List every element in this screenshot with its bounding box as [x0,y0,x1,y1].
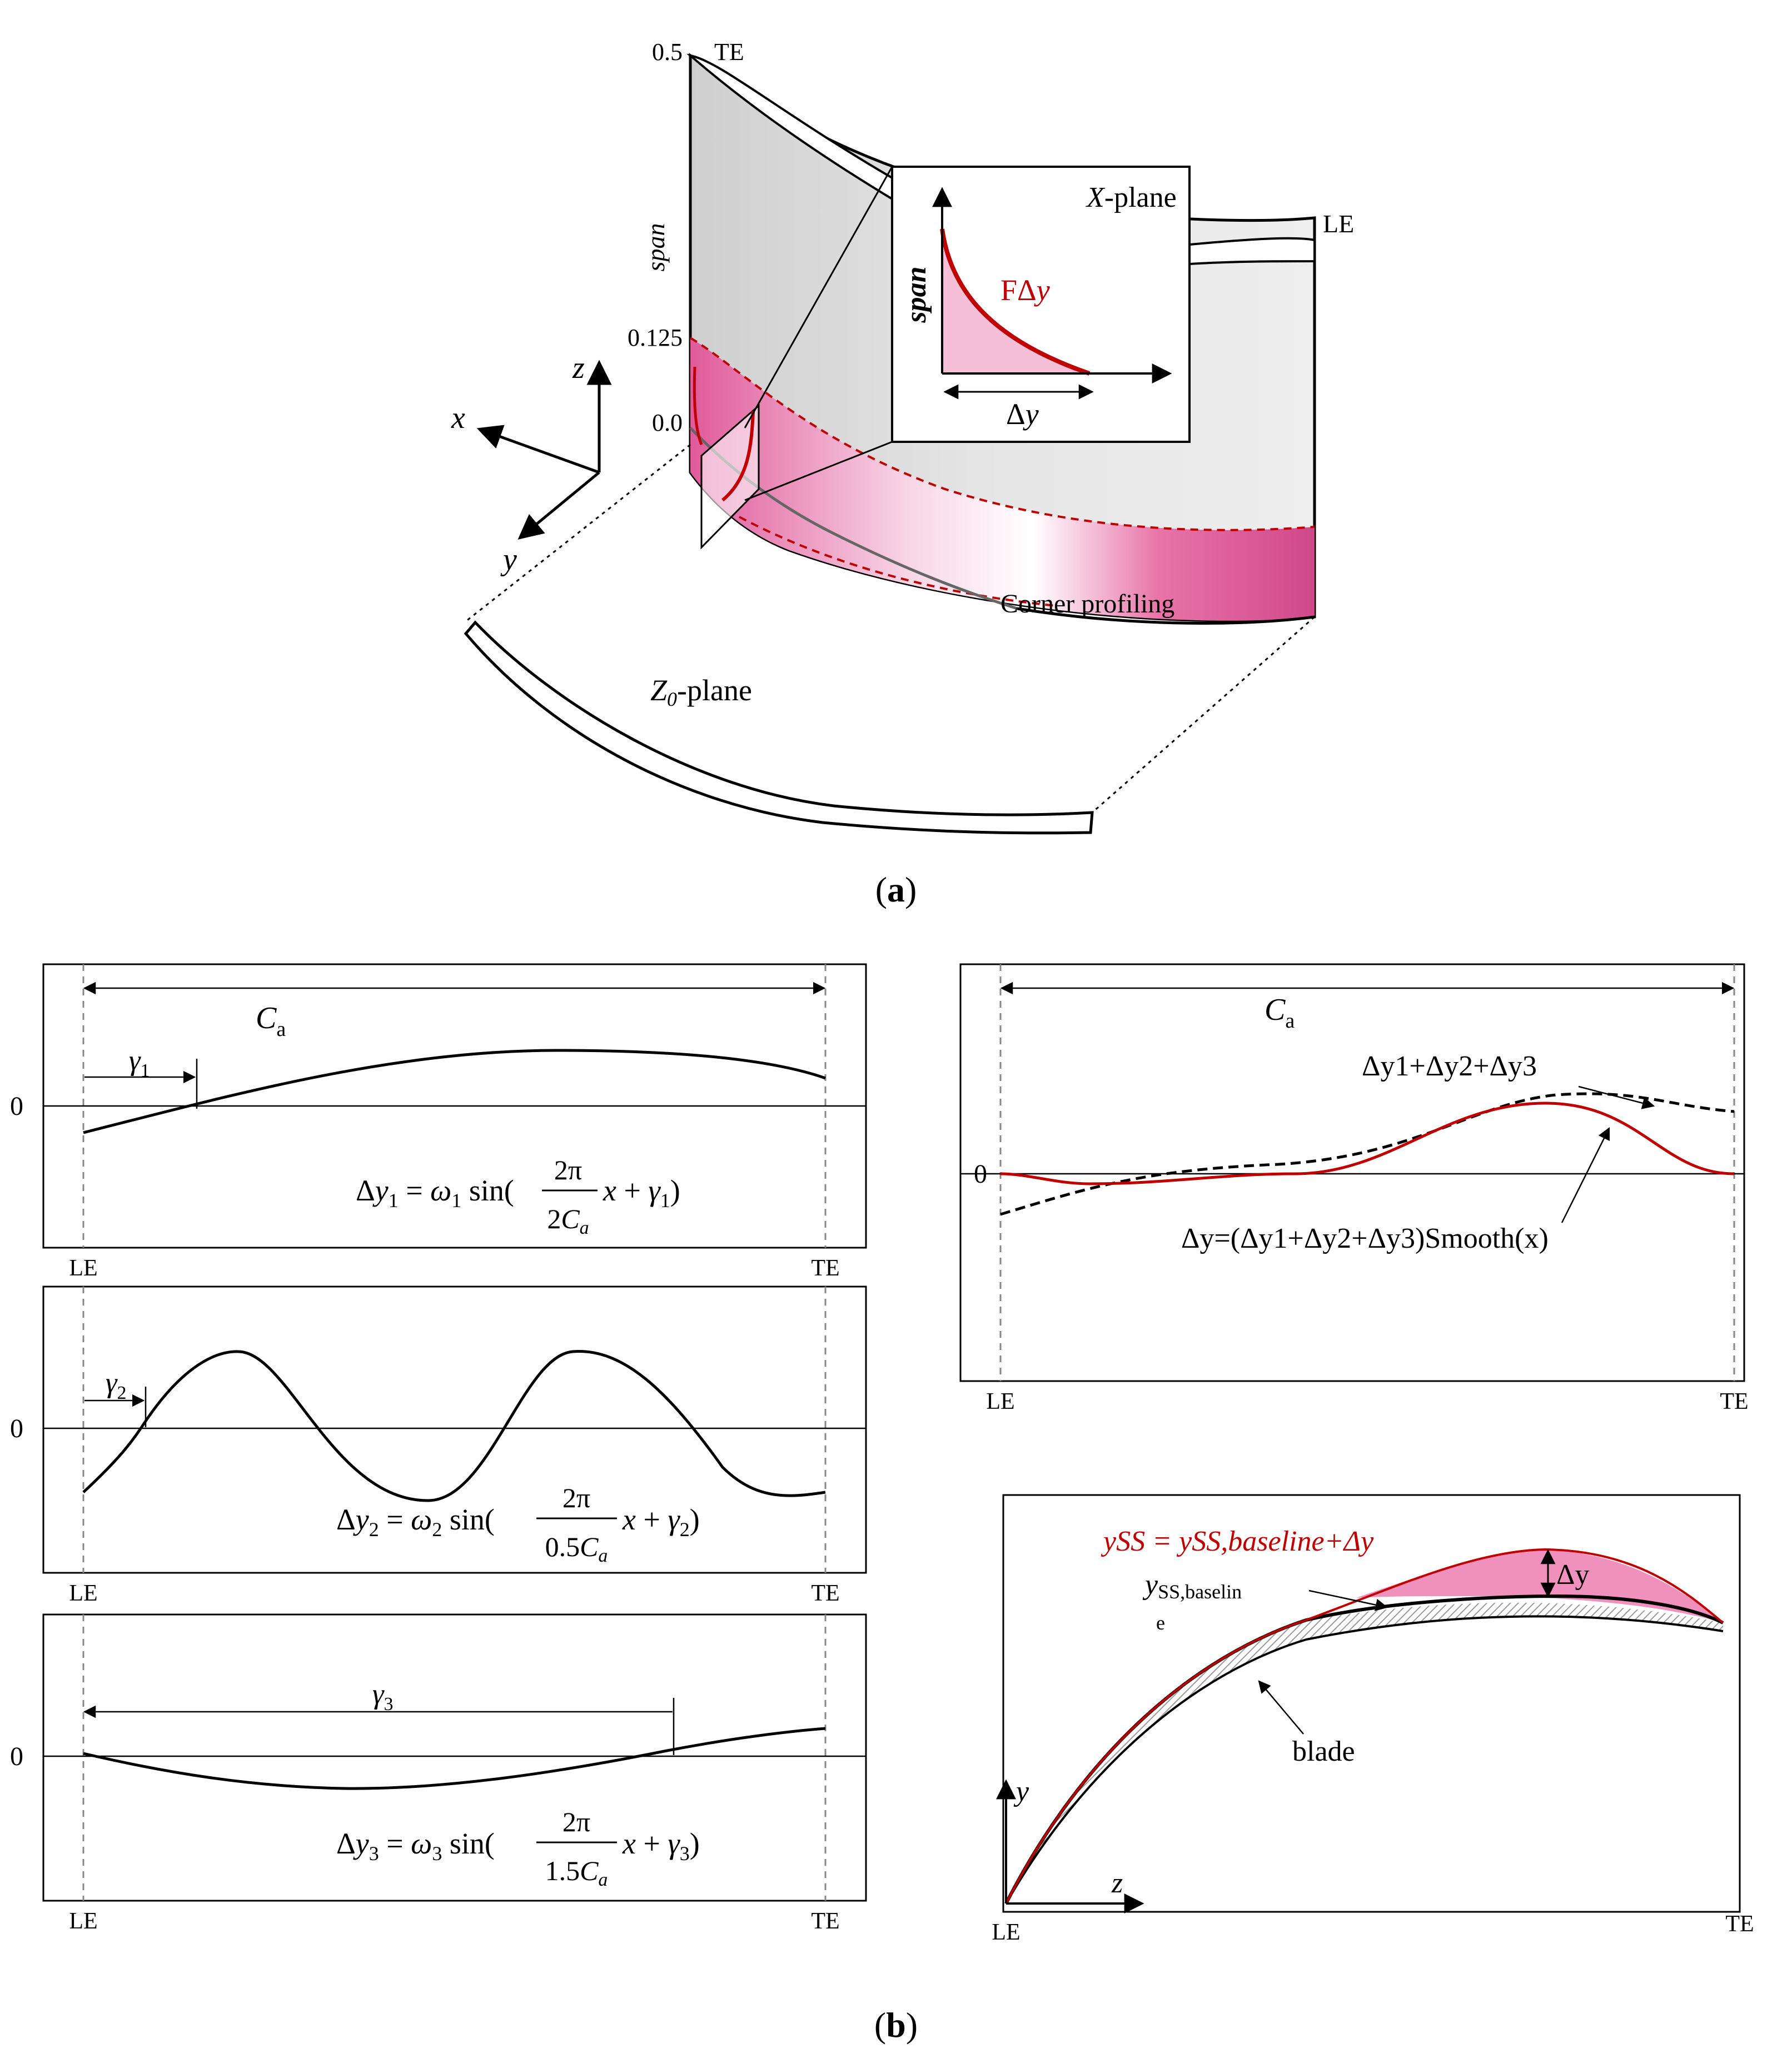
zoom-line-1 [744,166,893,428]
zero-label-3: 0 [10,1742,23,1771]
svg-text:1.5Ca: 1.5Ca [545,1855,608,1890]
eq-dy2: Δy2 = ω2 sin( 2π 0.5Ca x + γ2) [336,1482,700,1566]
te-label-1: TE [811,1255,839,1281]
inset-title: X-plane [1086,182,1177,213]
svg-text:x + γ2): x + γ2) [622,1503,700,1541]
blade-z-label: z [1111,1867,1123,1899]
svg-text:x + γ3): x + γ3) [622,1827,700,1865]
svg-text:Δy3 = ω3 sin(: Δy3 = ω3 sin( [336,1827,495,1865]
svg-text:2Ca: 2Ca [547,1203,589,1238]
te-label-2: TE [811,1581,839,1606]
ca-label-1: Ca [256,1001,286,1041]
sum-pointer [1578,1085,1655,1109]
blade-top-edge-right [1188,237,1316,266]
zero-label-2: 0 [10,1414,23,1443]
le-label-4: LE [986,1389,1014,1414]
blade-hatch [1006,1602,1723,1903]
z0-plane-label: Z0-plane [650,674,752,710]
gamma3-label: γ3 [372,1678,394,1715]
projection-line-left [465,444,691,622]
projection-line-right [1092,616,1315,814]
inset-fill [942,229,1089,373]
inset-ylabel: span [900,266,932,323]
te-label-a: TE [714,38,744,66]
te-label-4: TE [1720,1389,1748,1414]
le-label-1: LE [69,1255,97,1281]
ca-label-4: Ca [1265,993,1295,1033]
caption-b: (b) [874,2005,918,2045]
span-axis-label: span [641,223,670,272]
yss-curve [1005,1548,1724,1904]
svg-text:Δy1 = ω1 sin(: Δy1 = ω1 sin( [356,1174,514,1212]
le-label-2: LE [69,1581,97,1606]
te-label-3: TE [811,1908,839,1934]
le-label-3: LE [69,1908,97,1934]
blade-lower-curve [1005,1615,1724,1904]
caption-a: (a) [875,870,917,909]
sum-label: Δy1+Δy2+Δy3 [1362,1050,1537,1082]
inset-xlabel: Δy [1006,397,1039,431]
corner-profiling-label: Corner profiling [1000,589,1174,619]
dy-label: Δy [1556,1559,1589,1591]
eq-dy1: Δy1 = ω1 sin( 2π 2Ca x + γ1) [356,1154,680,1238]
svg-text:2π: 2π [554,1154,582,1185]
dy2-curve [82,1350,826,1502]
y-axis-label: y [500,542,517,577]
svg-text:Δy2 = ω2 sin(: Δy2 = ω2 sin( [336,1503,495,1541]
plot-dy1: Ca γ1 0 Δy1 = ω1 sin( 2π 2Ca x + γ1) LE … [10,963,867,1281]
svg-text:x + γ1): x + γ1) [603,1174,680,1212]
x-axis-label: x [451,401,465,435]
smooth-pointer [1561,1127,1610,1223]
svg-text:2π: 2π [563,1806,590,1837]
baseline-curve [1004,1594,1724,1905]
corner-profile-edge [693,366,703,445]
gamma1-label: γ1 [129,1045,150,1081]
corner-profiling-top-dashed [689,337,1315,531]
blade-pointer [1258,1680,1304,1735]
dy3-curve [83,1727,826,1790]
x-plane-slice [700,403,760,550]
blade-label: blade [1292,1736,1355,1767]
plot-combined: 0 Ca Δy1+Δy2+Δy3 Δy=(Δy1+Δy2+Δy3)Smooth(… [959,963,1749,1414]
coordinate-axes: z x y [451,351,612,577]
blade-bottom-edge [1017,607,1315,625]
eq-dy3: Δy3 = ω3 sin( 2π 1.5Ca x + γ3) [336,1806,700,1890]
dy1-curve [83,1049,826,1134]
corner-profiling-band [690,338,1315,621]
baseline-label: ySS,baselin [1142,1569,1242,1603]
corner-profiling-bottom-dashed [739,516,1057,607]
smooth-curve [1000,1102,1735,1185]
blade-y-label: y [1013,1776,1029,1807]
smooth-label: Δy=(Δy1+Δy2+Δy3)Smooth(x) [1181,1223,1549,1254]
panel-a: X-plane span FΔy Δy Z0-plane Corner prof… [451,38,1354,909]
baseline-label-wrap: e [1156,1612,1165,1634]
plot-blade-section: Δy ySS = ySS,baseline+Δy ySS,baselin e b… [992,1494,1754,1945]
yss-label: ySS = ySS,baseline+Δy [1101,1526,1374,1557]
plot-dy2: γ2 0 Δy2 = ω2 sin( 2π 0.5Ca x + γ2) LE T… [10,1285,867,1606]
zero-label-4: 0 [974,1159,987,1189]
gamma2-label: γ2 [106,1367,127,1403]
zoom-line-2 [744,441,893,501]
x-plane-slice-curve [721,411,755,502]
baseline-pointer [1308,1589,1388,1611]
svg-text:2π: 2π [563,1482,590,1513]
span-tick-mid: 0.125 [628,324,683,351]
y-axis-arrow [517,471,600,540]
z0-plane-profile [464,620,1094,835]
zero-label-1: 0 [10,1092,23,1121]
plot-dy3: γ3 0 Δy3 = ω3 sin( 2π 1.5Ca x + γ3) LE T… [10,1613,867,1934]
le-label-5: LE [992,1920,1020,1945]
span-tick-bottom: 0.0 [652,409,683,436]
inset-curve-label: FΔy [1000,273,1050,307]
inset-curve [940,228,1091,376]
x-axis-arrow [476,425,600,474]
sum-curve-dashed [1000,1092,1735,1216]
z-axis-label: z [572,351,585,385]
svg-text:0.5Ca: 0.5Ca [545,1531,608,1566]
te-label-5: TE [1725,1911,1754,1937]
span-tick-top: 0.5 [652,38,683,66]
panel-b: Ca γ1 0 Δy1 = ω1 sin( 2π 2Ca x + γ1) LE … [10,963,1754,2045]
le-label-a: LE [1323,210,1354,238]
